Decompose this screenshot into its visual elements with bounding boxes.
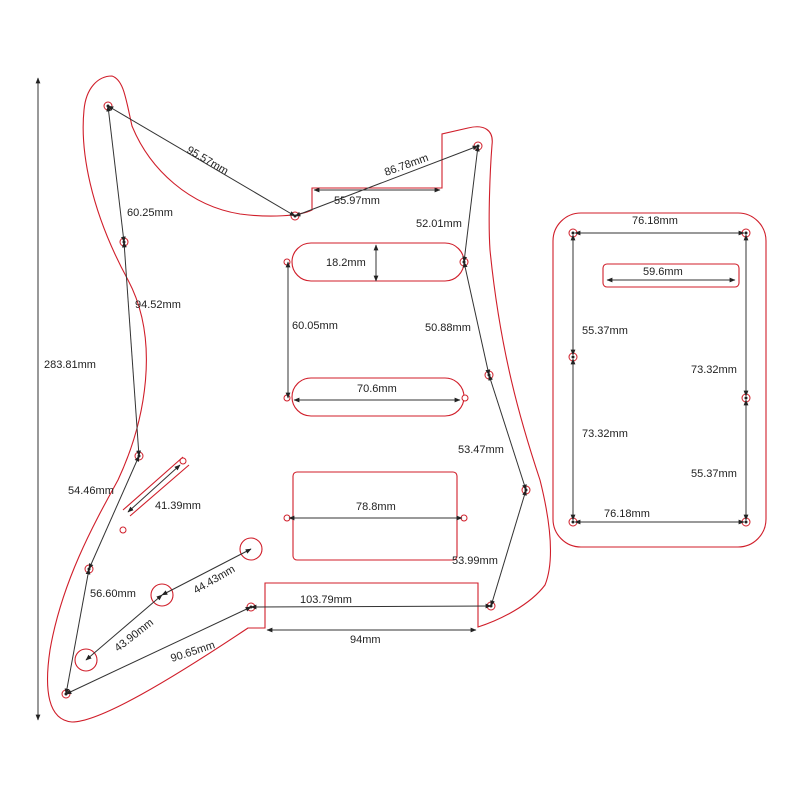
dim-label: 56.60mm	[90, 588, 136, 600]
dim-label: 94mm	[350, 634, 381, 646]
dim-label: 95.57mm	[185, 144, 231, 177]
dim-label: 53.99mm	[452, 555, 498, 567]
dim-label: 54.46mm	[68, 485, 114, 497]
pickguard-dimensions: 95.57mm 86.78mm 55.97mm 60.25mm 52.01mm …	[64, 105, 527, 695]
dim-label: 55.97mm	[334, 195, 380, 207]
back-slot-width-label: 59.6mm	[643, 266, 683, 278]
back-bottom-width-label: 76.18mm	[604, 508, 650, 520]
back-left-upper-label: 55.37mm	[582, 325, 628, 337]
dim-label: 94.52mm	[135, 299, 181, 311]
back-plate-outline	[552, 212, 767, 548]
back-left-lower-label: 73.32mm	[582, 428, 628, 440]
overall-height-label: 283.81mm	[44, 359, 96, 371]
dim-label: 53.47mm	[458, 444, 504, 456]
dim-label: 70.6mm	[357, 383, 397, 395]
dim-label: 43.90mm	[112, 617, 156, 655]
dim-label: 86.78mm	[383, 152, 430, 179]
dim-label: 50.88mm	[425, 322, 471, 334]
dim-label: 52.01mm	[416, 218, 462, 230]
dim-label: 103.79mm	[300, 594, 352, 606]
back-right-upper-label: 73.32mm	[691, 364, 737, 376]
neck-pickup-slot	[291, 242, 465, 282]
back-plate-slot	[602, 263, 740, 288]
dim-label: 18.2mm	[326, 257, 366, 269]
back-plate: 76.18mm 59.6mm 55.37mm 73.32mm 73.32mm 5…	[552, 212, 767, 548]
dim-label: 41.39mm	[155, 500, 201, 512]
overall-height-dimension: 283.81mm	[35, 77, 96, 721]
bridge-humbucker-slot	[292, 471, 458, 561]
dim-label: 78.8mm	[356, 501, 396, 513]
dim-label: 90.65mm	[169, 639, 216, 665]
back-right-lower-label: 55.37mm	[691, 468, 737, 480]
dim-label: 60.05mm	[292, 320, 338, 332]
back-top-width-label: 76.18mm	[632, 215, 678, 227]
dim-label: 60.25mm	[127, 207, 173, 219]
